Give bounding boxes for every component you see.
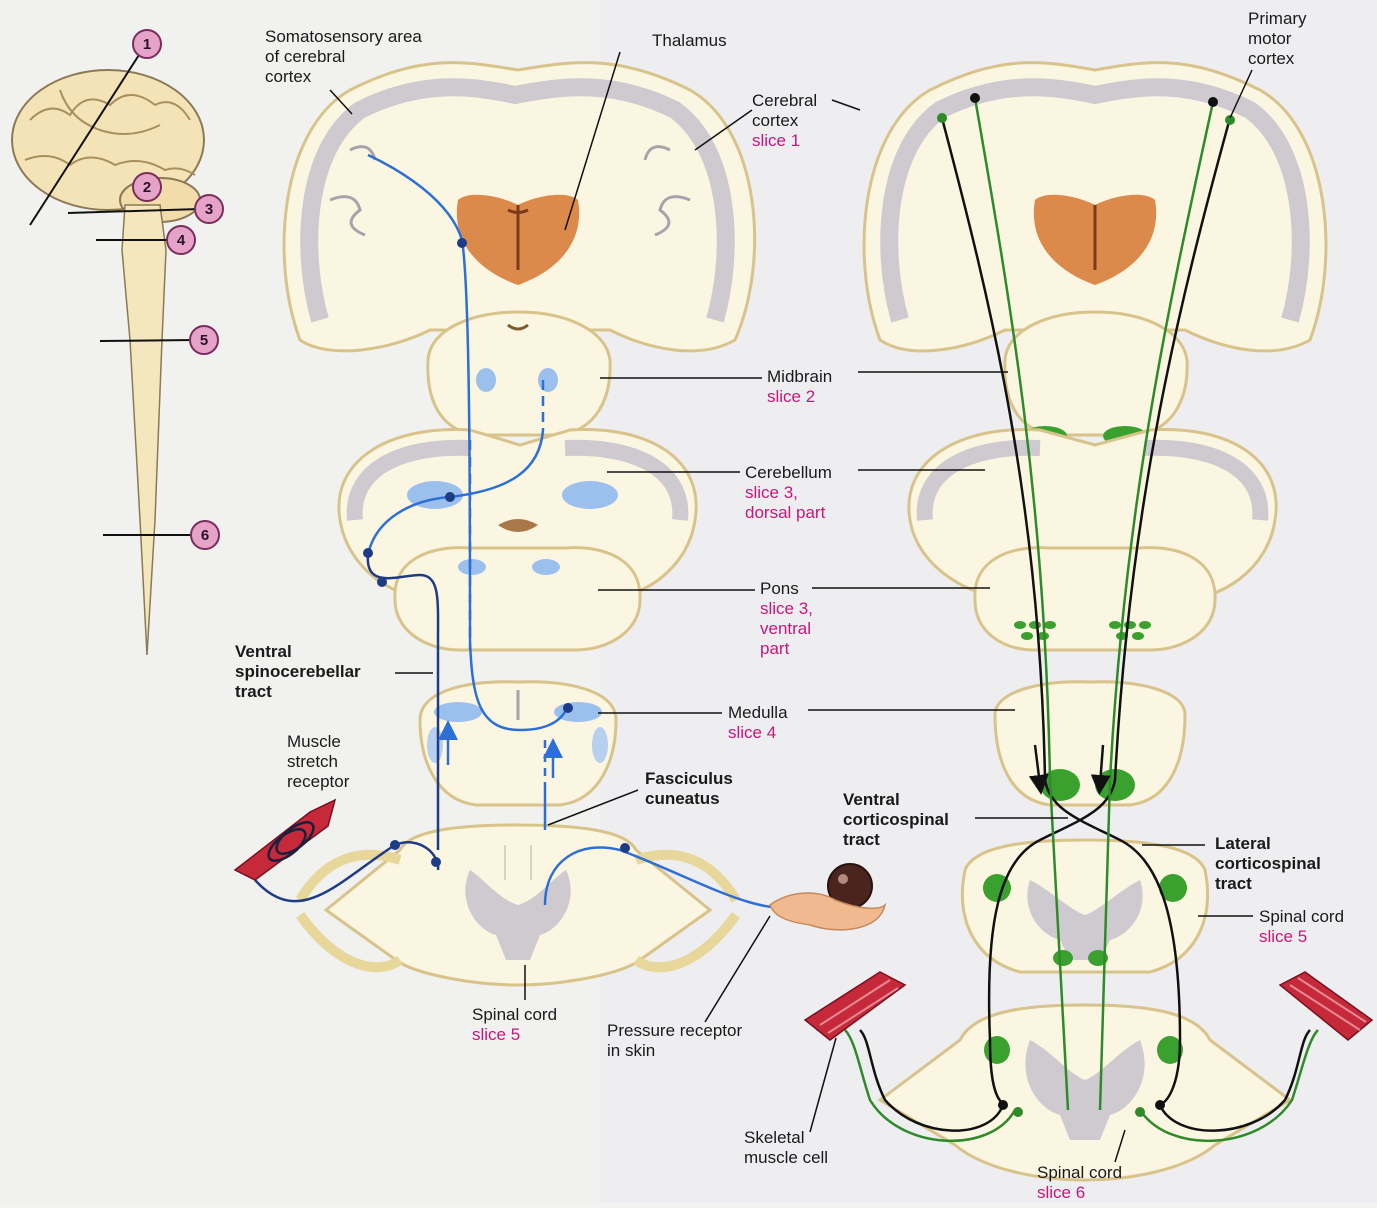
label-pons-slice-3: part [760, 639, 790, 658]
label-cerebral-1: Cerebral [752, 91, 817, 110]
label-pons-slice-1: slice 3, [760, 599, 813, 618]
left-midbrain-slice [428, 312, 610, 435]
label-vcst-3: tract [843, 830, 880, 849]
marker-2-label: 2 [143, 179, 151, 196]
label-vsc-1: Ventral [235, 642, 292, 661]
label-somatosensory-1: Somatosensory area [265, 27, 422, 46]
left-pons [395, 548, 640, 650]
label-skeletal-2: muscle cell [744, 1148, 828, 1167]
label-medulla: Medulla [728, 703, 788, 722]
label-pons: Pons [760, 579, 799, 598]
label-cerebellum: Cerebellum [745, 463, 832, 482]
marker-1-label: 1 [143, 36, 151, 53]
label-vcst-1: Ventral [843, 790, 900, 809]
label-pons-slice-2: ventral [760, 619, 811, 638]
label-spinal-cord6: Spinal cord [1037, 1163, 1122, 1182]
label-spinal-cord-left-slice: slice 5 [472, 1025, 520, 1044]
marker-6-label: 6 [201, 527, 209, 544]
label-thalamus: Thalamus [652, 31, 727, 50]
label-medulla-slice: slice 4 [728, 723, 776, 742]
label-cerebral-2: cortex [752, 111, 799, 130]
label-vcst-2: corticospinal [843, 810, 949, 829]
marker-5-label: 5 [200, 332, 208, 349]
label-spinal-cord5: Spinal cord [1259, 907, 1344, 926]
label-lcst-3: tract [1215, 874, 1252, 893]
label-cerebral-slice: slice 1 [752, 131, 800, 150]
marker-4-label: 4 [177, 232, 186, 249]
label-pressure-1: Pressure receptor [607, 1021, 742, 1040]
right-spinal-slice5 [962, 840, 1207, 972]
label-primary-motor-3: cortex [1248, 49, 1295, 68]
right-midbrain-slice [1005, 312, 1187, 446]
label-spinal-cord6-slice: slice 6 [1037, 1183, 1085, 1202]
label-fasciculus-2: cuneatus [645, 789, 720, 808]
right-cerebral-slice [864, 63, 1326, 351]
label-spinal-cord-left: Spinal cord [472, 1005, 557, 1024]
label-midbrain: Midbrain [767, 367, 832, 386]
label-cerebellum-slice-2: dorsal part [745, 503, 826, 522]
label-cerebellum-slice-1: slice 3, [745, 483, 798, 502]
left-medulla-slice [420, 682, 616, 805]
label-primary-motor-1: Primary [1248, 9, 1307, 28]
label-somatosensory-2: of cerebral [265, 47, 345, 66]
label-vsc-2: spinocerebellar [235, 662, 361, 681]
label-lcst-2: corticospinal [1215, 854, 1321, 873]
label-muscle-stretch-3: receptor [287, 772, 350, 791]
label-skeletal-1: Skeletal [744, 1128, 804, 1147]
marker-3-label: 3 [205, 201, 213, 218]
label-spinal-cord5-slice: slice 5 [1259, 927, 1307, 946]
label-vsc-3: tract [235, 682, 272, 701]
label-pressure-2: in skin [607, 1041, 655, 1060]
label-muscle-stretch-1: Muscle [287, 732, 341, 751]
label-muscle-stretch-2: stretch [287, 752, 338, 771]
label-lcst-1: Lateral [1215, 834, 1271, 853]
right-medulla-slice [995, 682, 1185, 805]
label-fasciculus-1: Fasciculus [645, 769, 733, 788]
label-primary-motor-2: motor [1248, 29, 1292, 48]
left-cerebral-slice [284, 63, 755, 351]
label-somatosensory-3: cortex [265, 67, 312, 86]
label-midbrain-slice: slice 2 [767, 387, 815, 406]
